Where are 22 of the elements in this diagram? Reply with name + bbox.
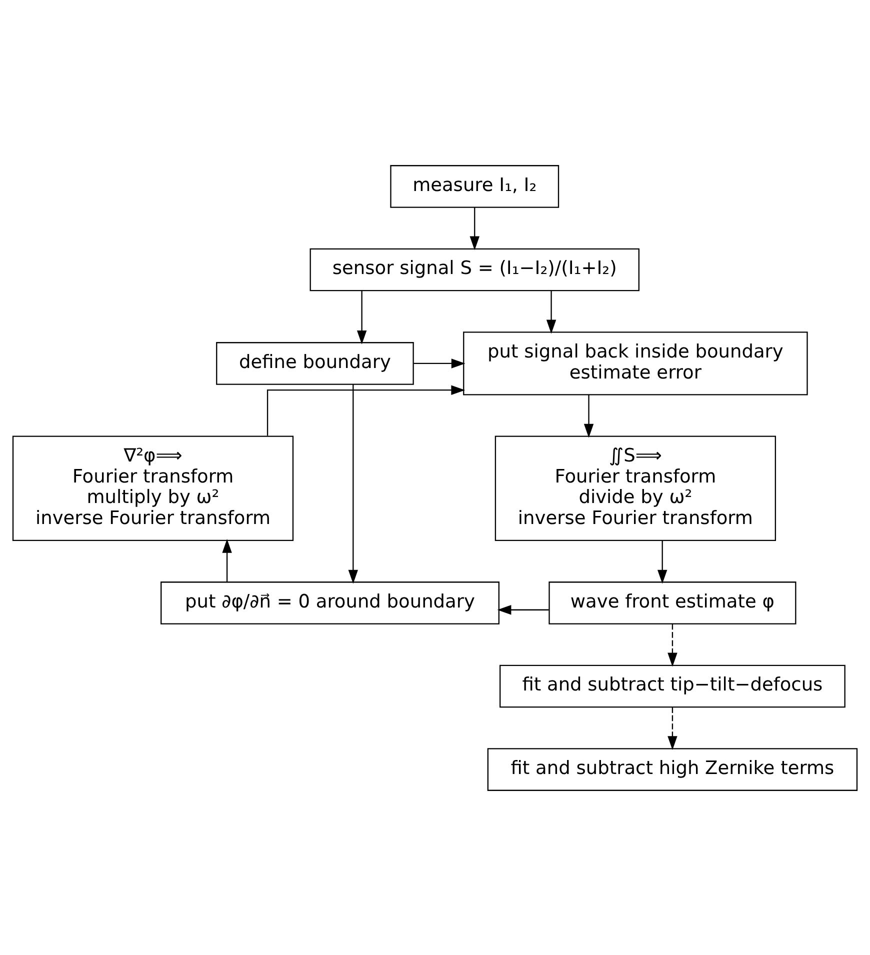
node-box: ∇²φ⟹ Fourier transform multiply by ω² inverse Fourier transform — [12, 435, 294, 541]
node-box: define boundary — [216, 342, 414, 384]
arrow — [222, 538, 232, 582]
node-box: fit and subtract high Zernike terms — [487, 748, 858, 790]
arrow — [668, 623, 678, 666]
arrow — [266, 384, 466, 436]
node-box: measure I₁, I₂ — [390, 164, 560, 208]
arrow — [356, 290, 367, 344]
arrow — [546, 290, 556, 334]
node-box: ∬S⟹ Fourier transform divide by ω² inverse Fourier transform — [494, 435, 776, 541]
arrow — [657, 540, 668, 584]
arrow — [414, 358, 466, 368]
arrow — [668, 706, 678, 750]
arrow — [348, 384, 358, 584]
node-box: wave front estimate φ — [548, 581, 796, 624]
arrow — [497, 604, 549, 614]
arrow — [584, 394, 594, 438]
node-box: put signal back inside boundary estimate error — [463, 331, 808, 395]
node-box: sensor signal S = (I₁−I₂)/(I₁+I₂) — [310, 248, 640, 291]
node-box: put ∂φ/∂n⃗ = 0 around boundary — [160, 581, 500, 624]
arrow — [470, 206, 480, 250]
node-box: fit and subtract tip−tilt−defocus — [500, 664, 846, 708]
